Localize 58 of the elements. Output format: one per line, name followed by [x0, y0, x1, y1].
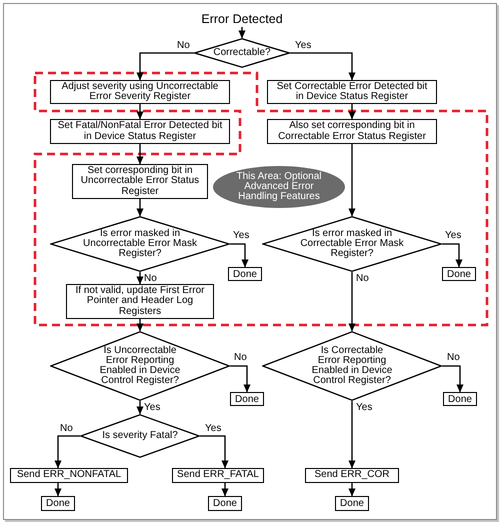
arrow — [54, 483, 62, 496]
edge-label: No — [144, 273, 157, 284]
edge-label: Yes — [295, 40, 312, 51]
decision-diamond: Is Correctable Error Reporting Enabled in Device Control Register? — [262, 331, 442, 401]
end-box: Done — [41, 496, 75, 511]
process-box: Send ERR_FATAL — [172, 468, 264, 483]
decision-diamond: Is severity Fatal? — [80, 414, 200, 458]
end-box: Done — [230, 392, 264, 406]
end-box: Done — [335, 496, 369, 511]
process-box: Set Fatal/NonFatal Error Detected bit in Device Status Register — [50, 119, 230, 144]
process-box: Send ERR_COR — [305, 468, 399, 483]
edge-label: No — [234, 352, 247, 363]
process-box: Also set corresponding bit in Correctable Error Status Register — [267, 119, 437, 144]
arrow — [290, 52, 356, 80]
edge-label: No — [356, 273, 369, 284]
decision-diamond: Is error masked in Uncorrectable Error Mask Register? — [50, 216, 230, 272]
end-box: Done — [443, 392, 477, 406]
arrow — [54, 435, 80, 468]
arrow — [348, 272, 356, 332]
arrow — [136, 104, 144, 120]
process-box: If not valid, update First Error Pointer and Header Log Registers — [66, 284, 214, 319]
edge-label: Yes — [233, 230, 250, 241]
arrow — [136, 52, 194, 80]
edge-label: Yes — [144, 402, 160, 413]
start-label: Error Detected — [192, 11, 292, 27]
arrow — [348, 144, 356, 216]
decision-diamond: Is Uncorrectable Error Reporting Enabled in Device Control Register? — [50, 331, 230, 401]
arrow — [348, 104, 356, 120]
arrow — [136, 319, 144, 332]
arrow — [442, 365, 464, 392]
decision-diamond: Is error masked in Correctable Error Mask Register? — [262, 216, 442, 272]
arrow — [230, 243, 248, 268]
process-box: Set Correctable Error Detected bit in Device Status Register — [267, 80, 437, 104]
arrow — [348, 483, 356, 496]
arrow — [230, 365, 250, 392]
edge-label: Yes — [205, 423, 222, 434]
arrow — [136, 144, 144, 164]
process-box: Set corresponding bit in Uncorrectable Error Status Register — [72, 164, 208, 199]
edge-label: No — [177, 40, 190, 51]
note-ellipse: This Area: Optional Advanced Error Handling Features — [213, 166, 345, 208]
arrow — [442, 243, 462, 268]
arrow — [222, 483, 228, 496]
decision-diamond: Correctable? — [194, 38, 290, 68]
arrow — [348, 401, 356, 468]
end-box: Done — [228, 267, 262, 281]
end-box: Done — [208, 496, 242, 511]
arrow — [238, 27, 246, 38]
arrow — [200, 435, 228, 468]
edge-label: Yes — [356, 402, 372, 413]
edge-label: No — [60, 423, 73, 434]
arrow — [136, 272, 144, 284]
process-box: Send ERR_NONFATAL — [10, 468, 128, 483]
edge-label: Yes — [445, 230, 462, 241]
arrow — [136, 401, 144, 414]
process-box: Adjust severity using Uncorrectable Error Severity Register — [50, 80, 230, 104]
end-box: Done — [442, 267, 476, 281]
arrow — [136, 199, 144, 216]
edge-label: No — [447, 352, 460, 363]
